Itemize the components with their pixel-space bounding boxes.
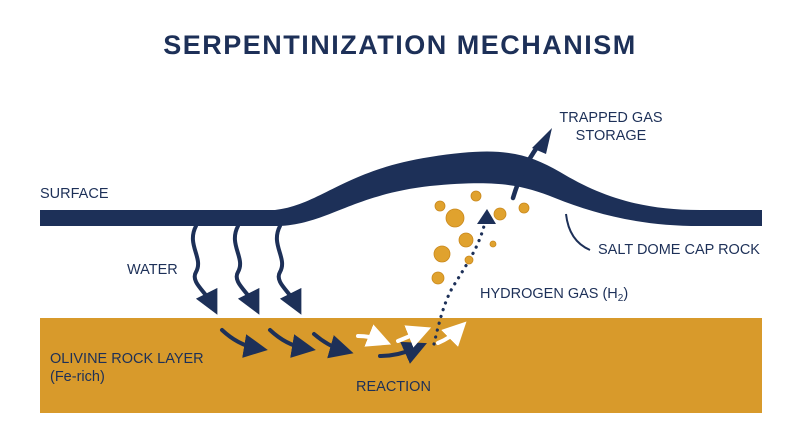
up-arrow-icon — [532, 128, 552, 154]
reaction-label: REACTION — [356, 379, 431, 395]
olivine-rock-label-line2: (Fe-rich) — [50, 369, 105, 385]
olivine-rock-layer — [40, 318, 762, 413]
surface-label: SURFACE — [40, 186, 109, 202]
hydrogen-gas-label-text: HYDROGEN GAS (H — [480, 286, 618, 302]
trapped-gas-label-line1: TRAPPED GAS — [559, 110, 663, 126]
page-title: SERPENTINIZATION MECHANISM — [163, 30, 637, 60]
hydrogen-migration-path — [432, 224, 486, 346]
reaction-arrow-icon — [356, 324, 392, 347]
olivine-rock-label-line1: OLIVINE ROCK LAYER — [50, 351, 204, 367]
water-flow-arrow-icon — [190, 224, 218, 315]
gas-bubble-icon — [458, 232, 474, 248]
hydrogen-gas-bubbles — [431, 190, 530, 285]
salt-dome-pointer — [565, 213, 591, 251]
trapped-gas-arrow-shaft — [510, 143, 541, 201]
water-flow-arrow-icon — [232, 224, 260, 315]
trapped-gas-label-line2: STORAGE — [575, 128, 647, 144]
reaction-arrow-icon — [312, 332, 354, 359]
reaction-arrows-navy — [220, 328, 427, 364]
water-flow-arrow-icon — [274, 224, 302, 315]
gas-bubble-icon — [434, 200, 446, 212]
reaction-arrows-white — [356, 321, 467, 348]
gas-bubble-icon — [470, 190, 482, 202]
reaction-arrow-icon — [268, 328, 316, 358]
reaction-arrow-icon — [378, 341, 427, 364]
reaction-arrow-icon — [220, 328, 268, 358]
gas-bubble-icon — [493, 207, 507, 221]
water-label: WATER — [127, 262, 178, 278]
gas-bubble-icon — [489, 240, 497, 248]
hydrogen-gas-label-close: ) — [623, 286, 629, 302]
salt-dome-cap-rock — [40, 151, 762, 226]
gas-bubble-icon — [431, 271, 445, 285]
olivine-rock-label: OLIVINE ROCK LAYER (Fe-rich) — [50, 350, 204, 386]
gas-bubble-icon — [445, 208, 465, 228]
trapped-gas-storage-label: TRAPPED GAS STORAGE — [548, 109, 674, 145]
salt-dome-cap-rock-label: SALT DOME CAP ROCK — [598, 242, 760, 258]
gas-bubble-icon — [433, 245, 451, 263]
gas-bubble-icon — [518, 202, 530, 214]
reaction-arrow-icon — [396, 325, 432, 348]
up-arrow-icon — [477, 209, 496, 224]
reaction-arrow-icon — [436, 321, 467, 347]
gas-bubble-icon — [464, 255, 474, 265]
water-flow-arrows — [190, 224, 302, 315]
hydrogen-subscript: 2 — [617, 293, 624, 304]
hydrogen-gas-label: HYDROGEN GAS (H2) — [480, 285, 628, 308]
